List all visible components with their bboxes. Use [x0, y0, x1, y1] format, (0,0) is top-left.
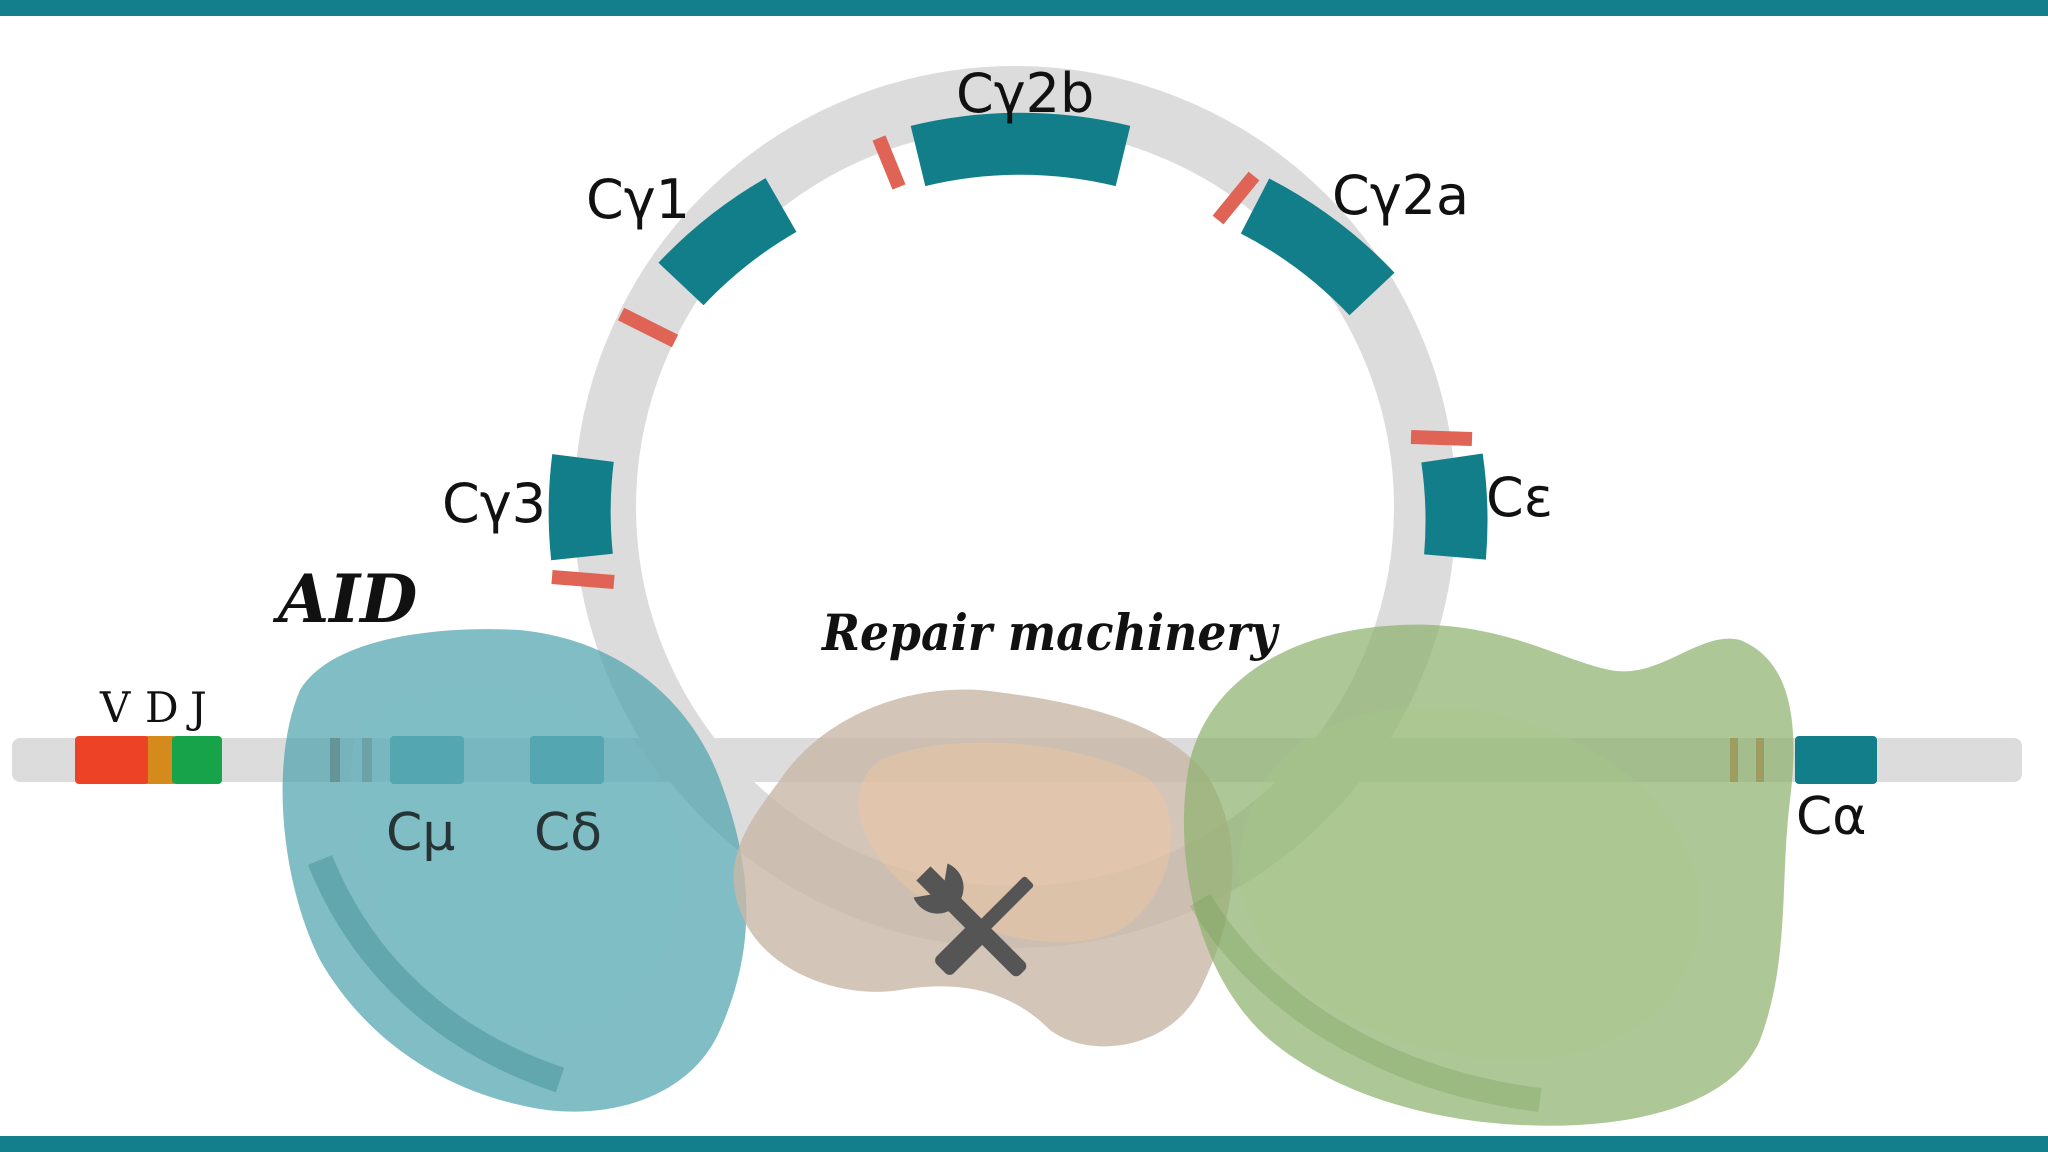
loop-segment-cg2b — [918, 144, 1123, 156]
label-repair-machinery: Repair machinery — [820, 603, 1280, 662]
label-d: D — [145, 683, 179, 732]
green-enzyme — [1184, 625, 1794, 1126]
label-cdelta: Cδ — [534, 803, 602, 863]
loop-segment-ce — [1452, 458, 1457, 557]
d-segment — [148, 736, 174, 784]
switch-region-5 — [1411, 437, 1472, 439]
loop-segment-cg3 — [580, 458, 583, 557]
top-frame-bar — [0, 0, 2048, 16]
label-cg3: Cγ3 — [442, 472, 546, 535]
j-segment — [172, 736, 222, 784]
label-cmu: Cμ — [386, 803, 455, 863]
label-j: J — [186, 683, 207, 732]
bottom-frame-bar — [0, 1136, 2048, 1152]
label-cg1: Cγ1 — [586, 168, 690, 231]
v-segment — [75, 736, 150, 784]
calpha-segment — [1795, 736, 1877, 784]
label-cg2a: Cγ2a — [1332, 164, 1469, 227]
label-cg2b: Cγ2b — [956, 62, 1094, 125]
label-calpha: Cα — [1796, 787, 1867, 847]
label-aid: AID — [272, 560, 417, 638]
label-ce: Cε — [1486, 466, 1553, 529]
switch-region-1 — [552, 577, 614, 582]
label-v: V — [99, 683, 131, 732]
